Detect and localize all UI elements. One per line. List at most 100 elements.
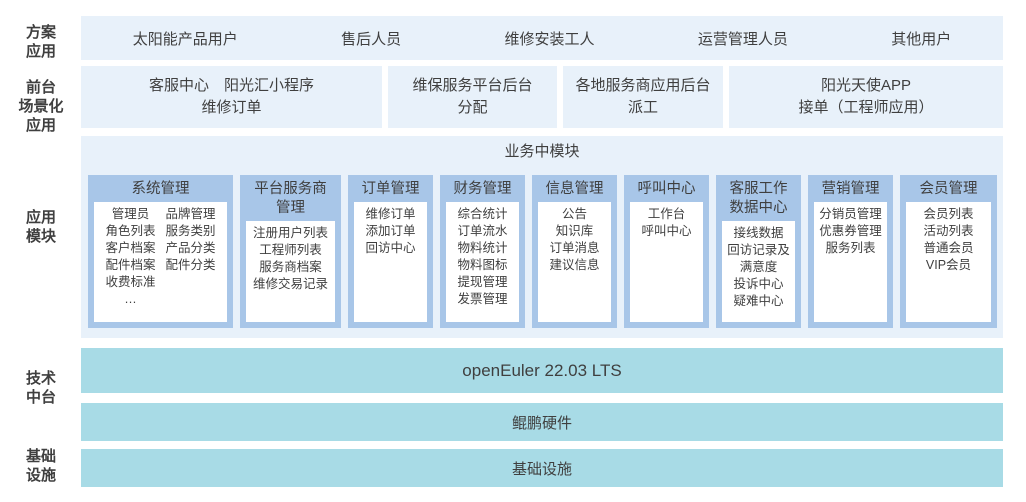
module-item-column: 维修订单添加订单回访中心 (365, 206, 415, 322)
module-item-column: 公告知识库订单消息建议信息 (549, 206, 599, 322)
scene-box-line: 阳光天使APP (820, 77, 911, 94)
module-item-column: 品牌管理服务类别产品分类配件分类 (166, 206, 216, 322)
module-item[interactable]: VIP会员 (925, 258, 972, 272)
rail-label-application-modules: 应用 模块 (25, 209, 56, 245)
module-card-body: 综合统计订单流水物料统计物料图标提现管理发票管理 (446, 202, 519, 322)
module-item[interactable]: 呼叫中心 (641, 224, 692, 238)
solution-application-item: 运营管理人员 (697, 30, 788, 48)
module-card-body: 工作台呼叫中心 (630, 202, 703, 322)
rail-label-infrastructure: 基础 设施 (25, 448, 56, 484)
module-card-body: 会员列表活动列表普通会员 VIP会员 (906, 202, 991, 322)
module-item-column: 工作台呼叫中心 (641, 206, 691, 322)
module-item[interactable]: 建议信息 (549, 258, 600, 272)
module-item[interactable]: 公告 (561, 207, 587, 221)
module-card-title: 营销管理 (821, 181, 880, 197)
platform-bar-label: 基础设施 (511, 460, 572, 478)
module-item[interactable]: 维修交易记录 (252, 277, 328, 291)
module-item[interactable]: 注册用户列表 (252, 226, 328, 240)
module-item[interactable]: 满意度 (739, 260, 778, 274)
openeuler-bar: openEuler 22.03 LTS (81, 348, 1003, 393)
module-item[interactable]: 活动列表 (923, 224, 974, 238)
scene-box-line: 维修订单 (201, 99, 262, 116)
scene-box-line: 客服中心 阳光汇小程序 (148, 77, 314, 94)
module-item[interactable]: 综合统计 (457, 207, 508, 221)
module-item[interactable]: 角色列表 (105, 224, 156, 238)
solution-application-item: 售后人员 (341, 30, 402, 48)
module-item[interactable]: 疑难中心 (733, 294, 784, 308)
platform-bar-label: openEuler 22.03 LTS (462, 360, 622, 380)
module-item[interactable]: 服务商档案 (259, 260, 322, 274)
module-item[interactable]: 订单消息 (549, 241, 600, 255)
module-item[interactable]: … (124, 292, 137, 306)
module-item[interactable]: 服务列表 (825, 241, 876, 255)
module-item[interactable]: 配件档案 (105, 258, 156, 272)
scene-application-box: 阳光天使APP 接单（工程师应用） (729, 66, 1003, 128)
module-card-title: 客服工作 数据中心 (729, 181, 788, 216)
module-item[interactable]: 添加订单 (365, 224, 416, 238)
module-card-title: 呼叫中心 (637, 181, 696, 197)
module-item[interactable]: 工作台 (647, 207, 686, 221)
module-item[interactable]: 工程师列表 (259, 243, 322, 257)
module-card[interactable]: 财务管理综合统计订单流水物料统计物料图标提现管理发票管理 (440, 175, 525, 328)
module-card-body: 注册用户列表工程师列表服务商档案维修交易记录 (246, 221, 335, 322)
module-item[interactable]: 优惠券管理 (819, 224, 882, 238)
module-card-title: 系统管理 (131, 181, 190, 197)
scene-box-line: 分配 (457, 99, 488, 116)
module-card[interactable]: 系统管理管理员角色列表客户档案配件档案收费标准 … 品牌管理服务类别产品分类配件分类 (88, 175, 233, 328)
module-card[interactable]: 呼叫中心工作台呼叫中心 (624, 175, 709, 328)
module-card-title: 信息管理 (545, 181, 604, 197)
module-card-body: 接线数据回访记录及满意度投诉中心疑难中心 (722, 221, 795, 322)
scene-box-line: 派工 (627, 99, 658, 116)
module-item[interactable]: 收费标准 (105, 275, 156, 289)
module-card-title: 会员管理 (919, 181, 978, 197)
rail-label-technology-platform: 技术 中台 (25, 370, 56, 406)
module-item[interactable]: 物料统计 (457, 241, 508, 255)
module-item[interactable]: 产品分类 (165, 241, 216, 255)
solution-application-item: 太阳能产品用户 (132, 30, 238, 48)
module-item[interactable]: 客户档案 (105, 241, 156, 255)
module-item[interactable]: 发票管理 (457, 292, 508, 306)
kunpeng-hardware-bar: 鲲鹏硬件 (81, 403, 1003, 441)
module-card-title: 财务管理 (453, 181, 512, 197)
module-item[interactable]: 维修订单 (365, 207, 416, 221)
module-item-column: 会员列表活动列表普通会员 VIP会员 (923, 206, 973, 322)
module-card-body: 公告知识库订单消息建议信息 (538, 202, 611, 322)
module-card[interactable]: 客服工作 数据中心接线数据回访记录及满意度投诉中心疑难中心 (716, 175, 801, 328)
module-item[interactable]: 配件分类 (165, 258, 216, 272)
module-item[interactable]: 物料图标 (457, 258, 508, 272)
platform-bar-label: 鲲鹏硬件 (511, 414, 572, 432)
module-item[interactable]: 回访记录及 (727, 243, 790, 257)
module-card-body: 分销员管理优惠券管理服务列表 (814, 202, 887, 322)
module-card[interactable]: 会员管理会员列表活动列表普通会员 VIP会员 (900, 175, 997, 328)
scene-box-line: 各地服务商应用后台 (575, 77, 711, 94)
module-item[interactable]: 管理员 (111, 207, 150, 221)
module-item[interactable]: 分销员管理 (819, 207, 882, 221)
solution-applications-list: 太阳能产品用户 售后人员 维修安装工人 运营管理人员 其他用户 (81, 16, 1003, 60)
solution-application-item: 维修安装工人 (504, 30, 595, 48)
module-item[interactable]: 投诉中心 (733, 277, 784, 291)
module-item[interactable]: 服务类别 (165, 224, 216, 238)
scene-application-box: 客服中心 阳光汇小程序维修订单 (81, 66, 382, 128)
module-item[interactable]: 提现管理 (457, 275, 508, 289)
rail-label-front-scene-applications: 前台 场景化 应用 (18, 79, 64, 134)
module-item[interactable]: 知识库 (555, 224, 594, 238)
module-card-title: 订单管理 (361, 181, 420, 197)
module-item[interactable]: 品牌管理 (165, 207, 216, 221)
module-card[interactable]: 平台服务商 管理注册用户列表工程师列表服务商档案维修交易记录 (240, 175, 341, 328)
module-item[interactable]: 订单流水 (457, 224, 508, 238)
module-item[interactable]: 接线数据 (733, 226, 784, 240)
rail-label-solution-applications: 方案 应用 (25, 24, 56, 60)
module-item[interactable]: 普通会员 (923, 241, 974, 255)
solution-applications-band: 太阳能产品用户 售后人员 维修安装工人 运营管理人员 其他用户 (81, 16, 1003, 60)
module-card[interactable]: 营销管理分销员管理优惠券管理服务列表 (808, 175, 893, 328)
infrastructure-bar: 基础设施 (81, 449, 1003, 487)
module-item[interactable]: 会员列表 (923, 207, 974, 221)
module-item-column: 综合统计订单流水物料统计物料图标提现管理发票管理 (457, 206, 507, 322)
module-card[interactable]: 信息管理公告知识库订单消息建议信息 (532, 175, 617, 328)
module-item-column: 接线数据回访记录及满意度投诉中心疑难中心 (727, 225, 790, 322)
solution-application-item: 其他用户 (891, 30, 952, 48)
module-item[interactable]: 回访中心 (365, 241, 416, 255)
scene-box-line: 接单（工程师应用） (798, 99, 934, 116)
module-card[interactable]: 订单管理维修订单添加订单回访中心 (348, 175, 433, 328)
